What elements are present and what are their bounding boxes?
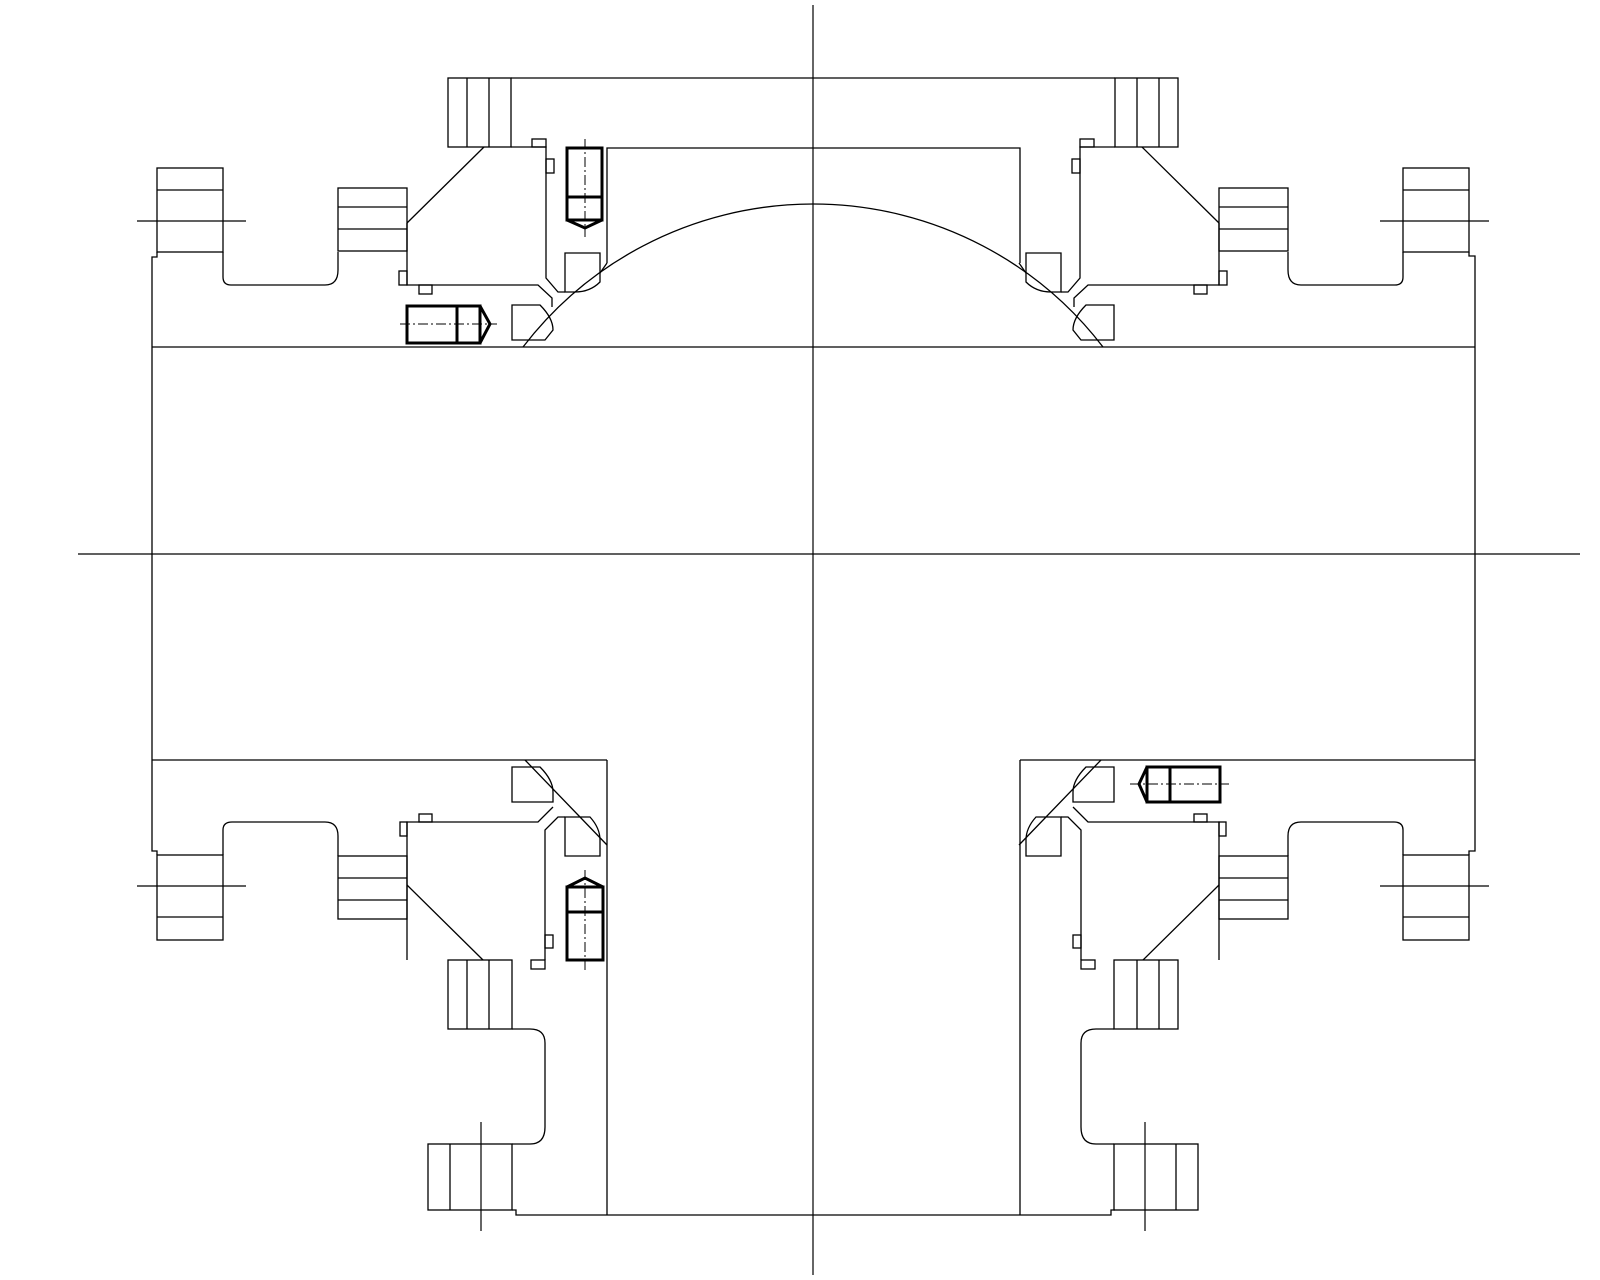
seal-ring xyxy=(564,252,601,293)
slot-groove xyxy=(512,1028,546,1145)
seal-ring xyxy=(564,816,601,857)
bolt-tip xyxy=(566,218,603,230)
slot-groove xyxy=(222,821,339,856)
bottom-base-line xyxy=(512,1209,1115,1216)
spherical-arc xyxy=(522,203,1104,348)
slot-groove xyxy=(222,252,339,286)
upper-left-assembly xyxy=(137,77,608,341)
chamfer-line xyxy=(524,759,608,846)
side-flange xyxy=(337,187,408,252)
upper-right-assembly xyxy=(1018,77,1490,341)
small-key xyxy=(399,821,408,837)
housing-body xyxy=(406,146,608,307)
base-flange xyxy=(427,1143,513,1211)
top-flange xyxy=(447,77,512,148)
outer-right-wall xyxy=(1468,252,1476,855)
inner-sleeve-top xyxy=(606,147,1021,263)
chamfer-line xyxy=(406,146,485,224)
vertical-bolt xyxy=(565,139,604,237)
small-key xyxy=(544,934,554,949)
lower-right-assembly xyxy=(1018,759,1490,1232)
housing-body xyxy=(406,806,565,960)
seal-ring xyxy=(511,766,554,803)
side-flange xyxy=(337,855,408,920)
small-key xyxy=(530,959,546,970)
outer-left-wall xyxy=(151,252,158,855)
small-key xyxy=(545,158,555,174)
outer-flange xyxy=(156,167,224,253)
lower-left-assembly xyxy=(137,759,608,1231)
horizontal-bolt xyxy=(1130,765,1229,804)
small-key xyxy=(418,813,433,823)
outer-flange xyxy=(156,854,224,941)
small-key xyxy=(531,138,547,148)
horizontal-bolt xyxy=(400,304,497,345)
bottom-flange xyxy=(447,959,513,1030)
seal-ring xyxy=(511,304,554,341)
chamfer-line xyxy=(406,884,484,961)
vertical-bolt xyxy=(565,870,605,970)
small-key xyxy=(418,284,433,295)
bolt-shank xyxy=(1168,765,1222,804)
small-key xyxy=(398,270,408,286)
